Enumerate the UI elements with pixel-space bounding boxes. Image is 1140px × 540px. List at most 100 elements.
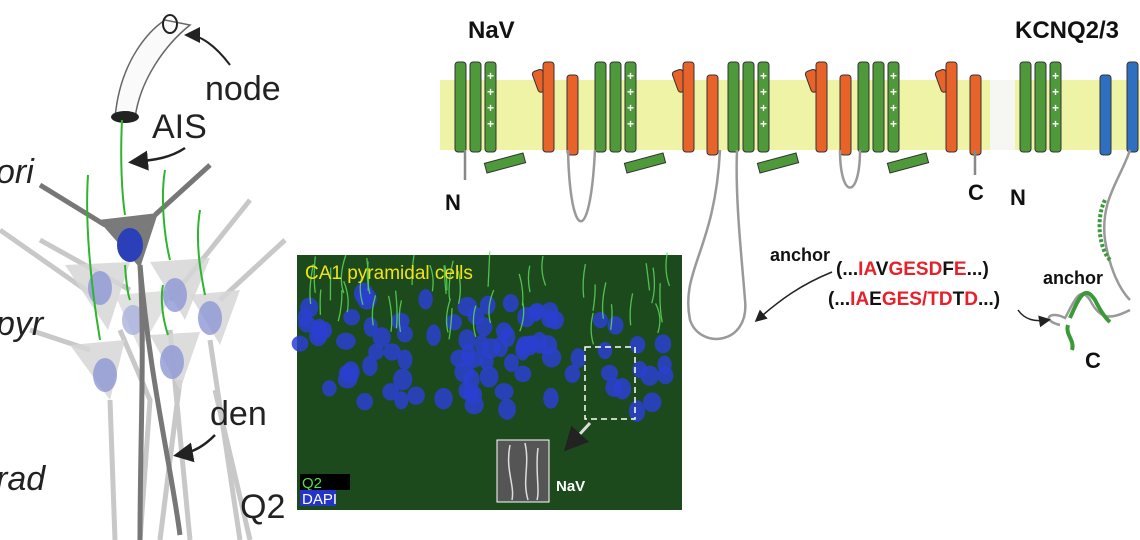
axon-initial-segment [610,304,613,330]
nucleus [372,327,391,348]
nucleus [368,343,384,360]
nucleus [391,312,410,330]
kcnq-title: KCNQ2/3 [1015,17,1119,44]
helix [727,61,740,153]
inset-label-nav: NaV [556,478,585,495]
axon-initial-segment [448,308,453,340]
sequence-residues: ...) [978,289,1000,310]
nucleus [642,392,662,413]
axon-cut-end [111,111,139,123]
nucleus [462,385,480,402]
helix [945,61,958,153]
helix [872,61,885,153]
nucleus [393,368,413,391]
nucleus [336,332,356,350]
nucleus [543,387,559,409]
loop-i-ii [566,149,597,223]
nucleus [495,322,513,340]
s4s5-linker [483,152,527,174]
nucleus [394,391,409,410]
helix [609,61,622,153]
helix: ++++ [484,61,497,153]
micrograph: CA1 pyramidal cells NaV Q2 DAPI [291,251,682,510]
nucleus [481,338,501,359]
helix [706,74,719,156]
sequence-residues: E [954,259,967,280]
helix [542,61,555,153]
axon-initial-segment [394,290,398,329]
layer-label-oriens: ori [0,153,35,191]
helix [566,74,579,156]
axon-initial-segment [472,305,477,338]
axon-initial-segment [366,257,370,291]
nucleus [454,361,475,383]
q2-axon-staining [309,251,671,345]
svg-text:+: + [890,117,897,131]
nucleus [383,343,401,361]
axon-initial-segment [487,251,491,287]
channel-topology: ++++++++++++++++++++ NaV N C KCNQ2/3 N C… [440,17,1140,373]
axon-initial-segment [398,300,403,333]
svg-text:+: + [487,69,494,83]
helix [1019,61,1032,153]
axon-initial-segment [659,283,663,323]
axon-initial-segment [541,255,547,286]
nav-title: NaV [468,17,515,44]
helix [815,61,828,153]
axon-initial-segment [429,264,434,292]
axon-initial-segment [629,293,634,326]
ais-segments [86,119,206,341]
helix [1034,61,1047,153]
nucleus [479,295,496,315]
axon-initial-segment [590,312,595,345]
nav-anchor-label: anchor [770,245,830,265]
nucleus [657,366,674,385]
nucleus [628,400,646,422]
axon-initial-segment [340,254,347,294]
sequence-residues: D [964,289,978,310]
kcnq-anchor-motif [1068,291,1112,324]
axon-initial-segment [601,282,607,319]
s4s5-linker [886,152,930,174]
nucleus [517,306,536,328]
axon-initial-segment [592,284,596,311]
nucleus [396,325,413,343]
helix: ++++ [757,61,770,153]
layer-label-radiatum: rad [0,460,46,498]
nucleus [592,312,608,329]
sequence-residues: IA [858,259,877,280]
axon-initial-segment [445,298,452,333]
axon-initial-segment [411,255,415,286]
nucleus [640,365,660,386]
svg-text:+: + [760,69,767,83]
axon-initial-segment [488,289,495,324]
nav-c-terminus: C [968,180,984,205]
sequence-residues: GES/TD [882,289,953,310]
nav-anchor-sequence: (...IAVGESDFE...) [836,259,989,280]
nucleus [467,307,485,325]
nav-n-terminus: N [445,190,461,215]
helix [454,61,467,153]
helix [839,74,852,156]
nucleus [356,392,374,411]
helix [969,74,982,156]
nucleus [291,335,309,352]
svg-text:+: + [890,69,897,83]
axon-initial-segment [343,280,349,313]
axon-initial-segment [313,256,316,293]
axon-initial-segment [582,264,586,298]
sequence-residues: GESD [888,259,942,280]
layer-label-pyramidale: pyr [0,305,45,343]
label-ais: AIS [152,108,207,146]
svg-text:+: + [487,85,494,99]
s4s5-linker [623,152,667,174]
axon-initial-segment [387,295,393,332]
axon-initial-segment [457,270,461,304]
kcnq-anchor-label: anchor [1043,268,1103,288]
highlighted-neuron-dendrites [38,163,212,540]
svg-text:+: + [890,85,897,99]
sequence-residues: (... [828,289,850,310]
sequence-residues: IA [850,289,869,310]
highlighted-nucleus [117,228,143,262]
